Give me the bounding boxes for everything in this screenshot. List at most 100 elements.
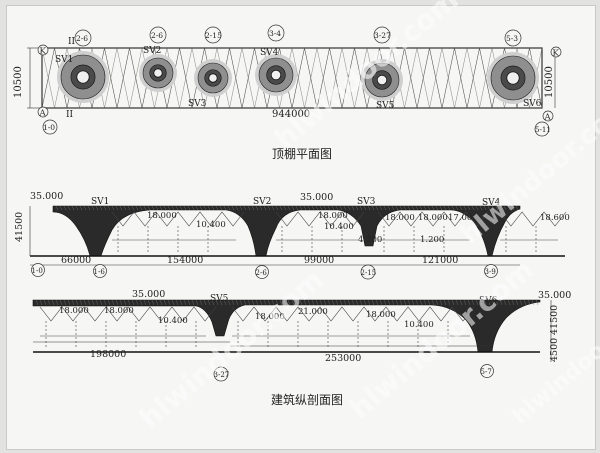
axis-top-5: 5-3 xyxy=(506,34,518,43)
hatch-line xyxy=(291,205,295,211)
hatch-line xyxy=(419,299,423,306)
axis-bottom-left: 1-0 xyxy=(43,123,55,132)
hatch-line xyxy=(55,299,59,306)
hatch-line xyxy=(387,205,391,211)
skylight-center xyxy=(506,71,520,85)
section1-elev-4: 18.000 xyxy=(385,213,415,223)
hatch-line xyxy=(183,299,187,306)
hatch-line xyxy=(167,205,171,211)
hatch-line xyxy=(159,205,163,211)
plan-label-sv2: SV2 xyxy=(143,46,161,56)
hatch-line xyxy=(183,205,187,211)
hatch-line xyxy=(83,205,87,211)
hatch-line xyxy=(339,299,343,306)
hatch-line xyxy=(163,205,167,211)
hatch-line xyxy=(227,205,231,211)
hatch-line xyxy=(71,299,75,306)
hatch-line xyxy=(379,299,383,306)
grid-K-right: K xyxy=(553,49,560,59)
hatch-line xyxy=(215,299,219,306)
hatch-line xyxy=(83,299,87,306)
hatch-line xyxy=(163,299,167,306)
plan-label-sv1: SV1 xyxy=(55,55,73,65)
hatch-line xyxy=(287,205,291,211)
hatch-line xyxy=(135,205,139,211)
section2-roof-hatch xyxy=(35,299,539,306)
section1-dim-3: 121000 xyxy=(422,255,458,266)
hatch-line xyxy=(467,205,471,211)
hatch-line xyxy=(175,299,179,306)
plan-label-sv4: SV4 xyxy=(260,48,279,58)
hatch-line xyxy=(307,205,311,211)
hatch-line xyxy=(323,299,327,306)
hatch-line xyxy=(303,205,307,211)
hatch-line xyxy=(407,299,411,306)
hatch-line xyxy=(407,205,411,211)
ceiling-plan: 10500 10500 K K A A II II 2-6 2-6 2-15 3… xyxy=(13,24,562,161)
axis-top-1: 2-6 xyxy=(151,31,163,40)
plan-label-sv5: SV5 xyxy=(376,101,395,111)
hatch-line xyxy=(187,205,191,211)
hatch-line xyxy=(411,299,415,306)
hatch-line xyxy=(207,205,211,211)
hatch-line xyxy=(427,299,431,306)
skylight-3 xyxy=(194,59,232,97)
hatch-line xyxy=(419,205,423,211)
hatch-line xyxy=(303,299,307,306)
hatch-line xyxy=(283,205,287,211)
section2-elev-6: 10.400 xyxy=(404,320,434,330)
axis-top-4: 3-27 xyxy=(374,31,391,40)
section2-elev-5: 18.000 xyxy=(366,310,396,320)
hatch-line xyxy=(251,299,255,306)
hatch-line xyxy=(179,205,183,211)
hatch-line xyxy=(247,299,251,306)
hatch-line xyxy=(371,205,375,211)
hatch-line xyxy=(455,299,459,306)
hatch-line xyxy=(503,205,507,211)
hatch-line xyxy=(127,299,131,306)
section1-roof xyxy=(52,205,521,257)
hatch-line xyxy=(59,299,63,306)
hatch-line xyxy=(255,205,259,211)
hatch-line xyxy=(175,205,179,211)
hatch-line xyxy=(283,299,287,306)
hatch-line xyxy=(63,205,67,211)
hatch-line xyxy=(79,205,83,211)
hatch-line xyxy=(287,299,291,306)
hatch-line xyxy=(215,205,219,211)
plan-skylights xyxy=(57,51,539,104)
hatch-line xyxy=(383,205,387,211)
hatch-line xyxy=(307,299,311,306)
hatch-line xyxy=(347,299,351,306)
hatch-line xyxy=(347,205,351,211)
hatch-line xyxy=(115,299,119,306)
hatch-line xyxy=(275,299,279,306)
hatch-line xyxy=(315,299,319,306)
hatch-line xyxy=(123,299,127,306)
section2-interior xyxy=(39,306,475,348)
watermark-3: hlwindoor.com xyxy=(343,253,540,425)
hatch-line xyxy=(207,299,211,306)
hatch-line xyxy=(299,205,303,211)
hatch-line xyxy=(47,299,51,306)
hatch-line xyxy=(75,299,79,306)
hatch-line xyxy=(195,205,199,211)
hatch-line xyxy=(355,299,359,306)
hatch-line xyxy=(443,299,447,306)
hatch-line xyxy=(103,299,107,306)
section1-elev-6: 17.000 xyxy=(448,213,478,223)
hatch-line xyxy=(79,299,83,306)
hatch-line xyxy=(379,205,383,211)
hatch-line xyxy=(367,299,371,306)
hatch-line xyxy=(139,205,143,211)
hatch-line xyxy=(367,205,371,211)
hatch-line xyxy=(315,205,319,211)
hatch-line xyxy=(443,205,447,211)
section1-elev-9: 1.200 xyxy=(420,235,444,245)
hatch-line xyxy=(279,205,283,211)
hatch-line xyxy=(111,205,115,211)
hatch-line xyxy=(371,299,375,306)
hatch-line xyxy=(311,299,315,306)
grid-A-left: A xyxy=(39,109,47,119)
hatch-line xyxy=(351,205,355,211)
